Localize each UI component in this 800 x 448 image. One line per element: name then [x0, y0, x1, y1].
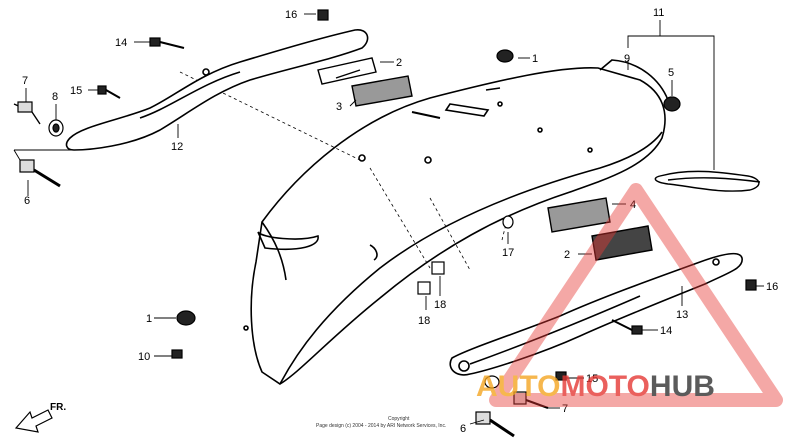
watermark-moto: MOTO: [560, 370, 649, 403]
front-direction-arrow: FR.: [14, 402, 66, 433]
callout-9: 9: [624, 53, 630, 65]
watermark-auto: AUTO: [476, 370, 560, 403]
watermark-logo: AUTOMOTOHUB: [476, 183, 783, 407]
watermark-hub: HUB: [650, 370, 715, 403]
callout-7-left: 7: [22, 75, 28, 87]
callout-18-right: 18: [434, 299, 446, 311]
copyright-line-2: Page design (c) 2004 - 2014 by ARI Netwo…: [316, 423, 446, 429]
callout-17: 17: [502, 247, 514, 259]
callout-6-bottom: 6: [460, 423, 466, 435]
callout-14-right: 14: [660, 325, 672, 337]
fender-cable: [654, 170, 761, 192]
callout-13: 13: [676, 309, 688, 321]
arrow-icon: [14, 409, 53, 433]
warning-triangle-icon: [489, 183, 783, 407]
callout-18-left: 18: [418, 315, 430, 327]
callout-2-right: 2: [564, 249, 570, 261]
copyright-notice: Copyright Page design (c) 2004 - 2014 by…: [316, 416, 446, 429]
svg-text:AUTOMOTOHUB: AUTOMOTOHUB: [476, 370, 715, 403]
callout-16-top: 16: [285, 9, 297, 21]
callout-1-top: 1: [532, 53, 538, 65]
callout-8: 8: [52, 91, 58, 103]
callout-4: 4: [630, 199, 636, 211]
reflector-lower: [547, 197, 653, 261]
callout-16-right: 16: [766, 281, 778, 293]
callout-6-left: 6: [24, 195, 30, 207]
callout-11: 11: [653, 7, 664, 19]
callout-3: 3: [336, 101, 342, 113]
callout-12: 12: [171, 141, 183, 153]
callout-lines: [13, 13, 764, 425]
copyright-line-1: Copyright: [388, 416, 410, 422]
callout-15-left: 15: [70, 85, 82, 97]
callout-numbers: 16 14 15 7 8 6 12 2 3 1 11 9 5 4 2 17 18…: [22, 7, 778, 435]
rear-fender: [243, 59, 669, 385]
callout-7-right: 7: [562, 403, 568, 415]
left-grab-rail: [65, 29, 369, 151]
callout-2-top: 2: [396, 57, 402, 69]
reflector-upper: [317, 57, 413, 107]
right-grab-rail: [449, 252, 743, 376]
direction-label: FR.: [50, 402, 66, 413]
callout-5: 5: [668, 67, 674, 79]
callout-10: 10: [138, 351, 150, 363]
callout-1-left: 1: [146, 313, 152, 325]
callout-15-right: 15: [586, 373, 598, 385]
callout-14-left: 14: [115, 37, 127, 49]
